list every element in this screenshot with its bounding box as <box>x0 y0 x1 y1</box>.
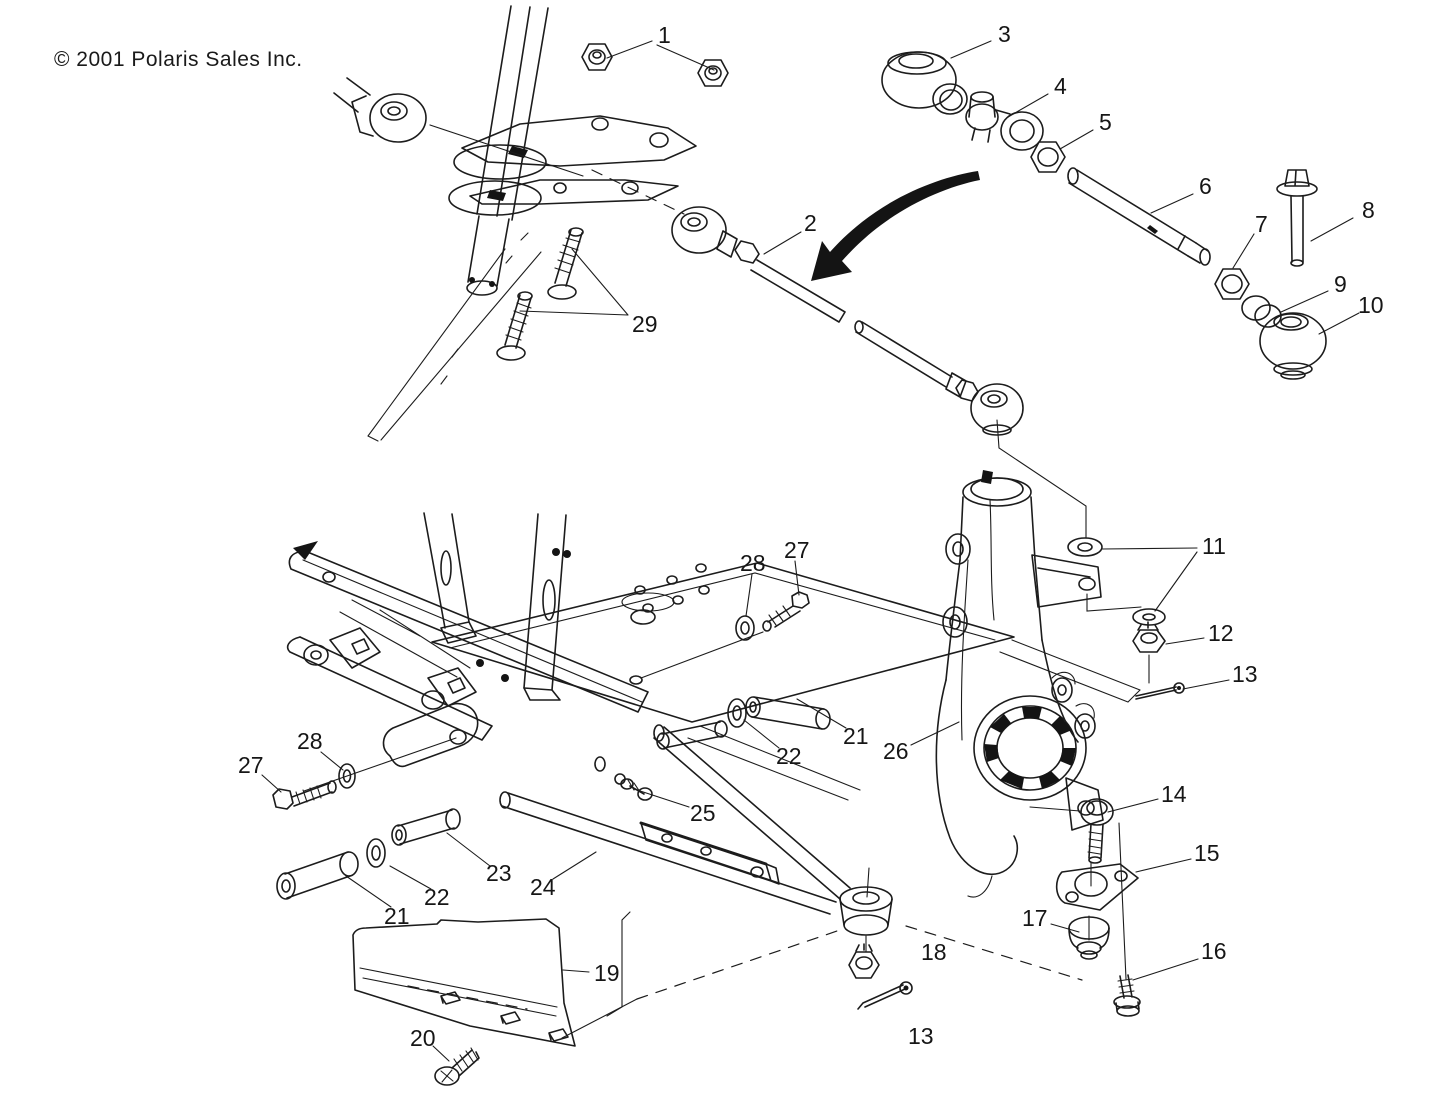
tie-rod-shaft-6-drawing <box>1067 167 1211 266</box>
callout-4: 4 <box>1054 73 1067 99</box>
direction-arrow <box>811 171 980 281</box>
callout-7: 7 <box>1255 211 1268 237</box>
bolt-27a-washer-28a-drawing <box>261 737 457 810</box>
jam-nut-7-drawing <box>1214 233 1255 300</box>
callout-23: 23 <box>486 860 512 886</box>
callouts: 1 2 3 4 5 6 7 8 9 10 11 12 13 14 15 16 1… <box>238 21 1384 1051</box>
callout-13b: 13 <box>908 1023 934 1049</box>
tie-rod-2-drawing <box>591 169 1087 539</box>
callout-13a: 13 <box>1232 661 1258 687</box>
callout-21a: 21 <box>384 903 410 929</box>
skid-leader-line <box>561 998 638 1039</box>
ball-joint-cap-17-drawing <box>1050 915 1110 960</box>
callout-24: 24 <box>530 874 556 900</box>
ball-joint-plate-15-drawing <box>1055 858 1192 911</box>
rod-end-clamp-4-drawing <box>965 91 1049 151</box>
callout-8: 8 <box>1362 197 1375 223</box>
callout-3: 3 <box>998 21 1011 47</box>
callout-14: 14 <box>1161 781 1187 807</box>
callout-25: 25 <box>690 800 716 826</box>
jam-nut-5-drawing <box>1030 129 1094 173</box>
tie-rod-end-9-10-drawing <box>1241 290 1360 380</box>
clamp-bolts-29-drawing <box>367 227 629 442</box>
callout-29: 29 <box>632 311 658 337</box>
callout-26: 26 <box>883 738 909 764</box>
a-arm-drawing <box>276 696 893 953</box>
callout-6: 6 <box>1199 173 1212 199</box>
skid-plate-19-drawing <box>352 911 631 1047</box>
cotter-pin-13b-drawing <box>857 981 913 1010</box>
callout-1: 1 <box>658 22 671 48</box>
inner-tie-rod-end-drawing <box>333 77 584 177</box>
callout-10: 10 <box>1358 292 1384 318</box>
callout-11: 11 <box>1202 533 1226 559</box>
a-arm-leaders <box>345 698 847 908</box>
callout-12: 12 <box>1208 620 1234 646</box>
alignment-dash-line <box>905 925 1083 981</box>
callout-27b: 27 <box>784 537 810 563</box>
skid-screw-20-drawing <box>432 1045 480 1086</box>
alignment-dash-line-2 <box>636 929 841 1000</box>
callout-9: 9 <box>1334 271 1347 297</box>
callout-21b: 21 <box>843 723 869 749</box>
callout-22a: 22 <box>424 884 450 910</box>
knuckle-hardware-drawing <box>1067 537 1230 700</box>
ball-joint-screw-16-drawing <box>1113 958 1199 1017</box>
callout-15: 15 <box>1194 840 1220 866</box>
steering-knuckle-26-drawing <box>910 470 1104 898</box>
callout-18: 18 <box>921 939 947 965</box>
steering-column-drawing <box>448 5 697 296</box>
flange-bolt-8-drawing <box>1276 169 1354 267</box>
frame-drawing <box>286 512 1141 801</box>
callout-27a: 27 <box>238 752 264 778</box>
callout-19: 19 <box>594 960 620 986</box>
copyright-text: © 2001 Polaris Sales Inc. <box>54 48 303 71</box>
callout-16: 16 <box>1201 938 1227 964</box>
flange-nuts-1-drawing <box>581 40 729 87</box>
callout-5: 5 <box>1099 109 1112 135</box>
callout-17: 17 <box>1022 905 1048 931</box>
callout-2: 2 <box>804 210 817 236</box>
callout-20: 20 <box>410 1025 436 1051</box>
castle-nut-18-drawing <box>848 943 880 979</box>
bolt-27b-washer-28b-drawing <box>640 560 810 679</box>
tie-rod-end-3-drawing <box>881 40 992 115</box>
callout-22b: 22 <box>776 743 802 769</box>
callout-28a: 28 <box>297 728 323 754</box>
ball-joint-bolt-14-drawing <box>1029 798 1159 980</box>
callout-28b: 28 <box>740 550 766 576</box>
